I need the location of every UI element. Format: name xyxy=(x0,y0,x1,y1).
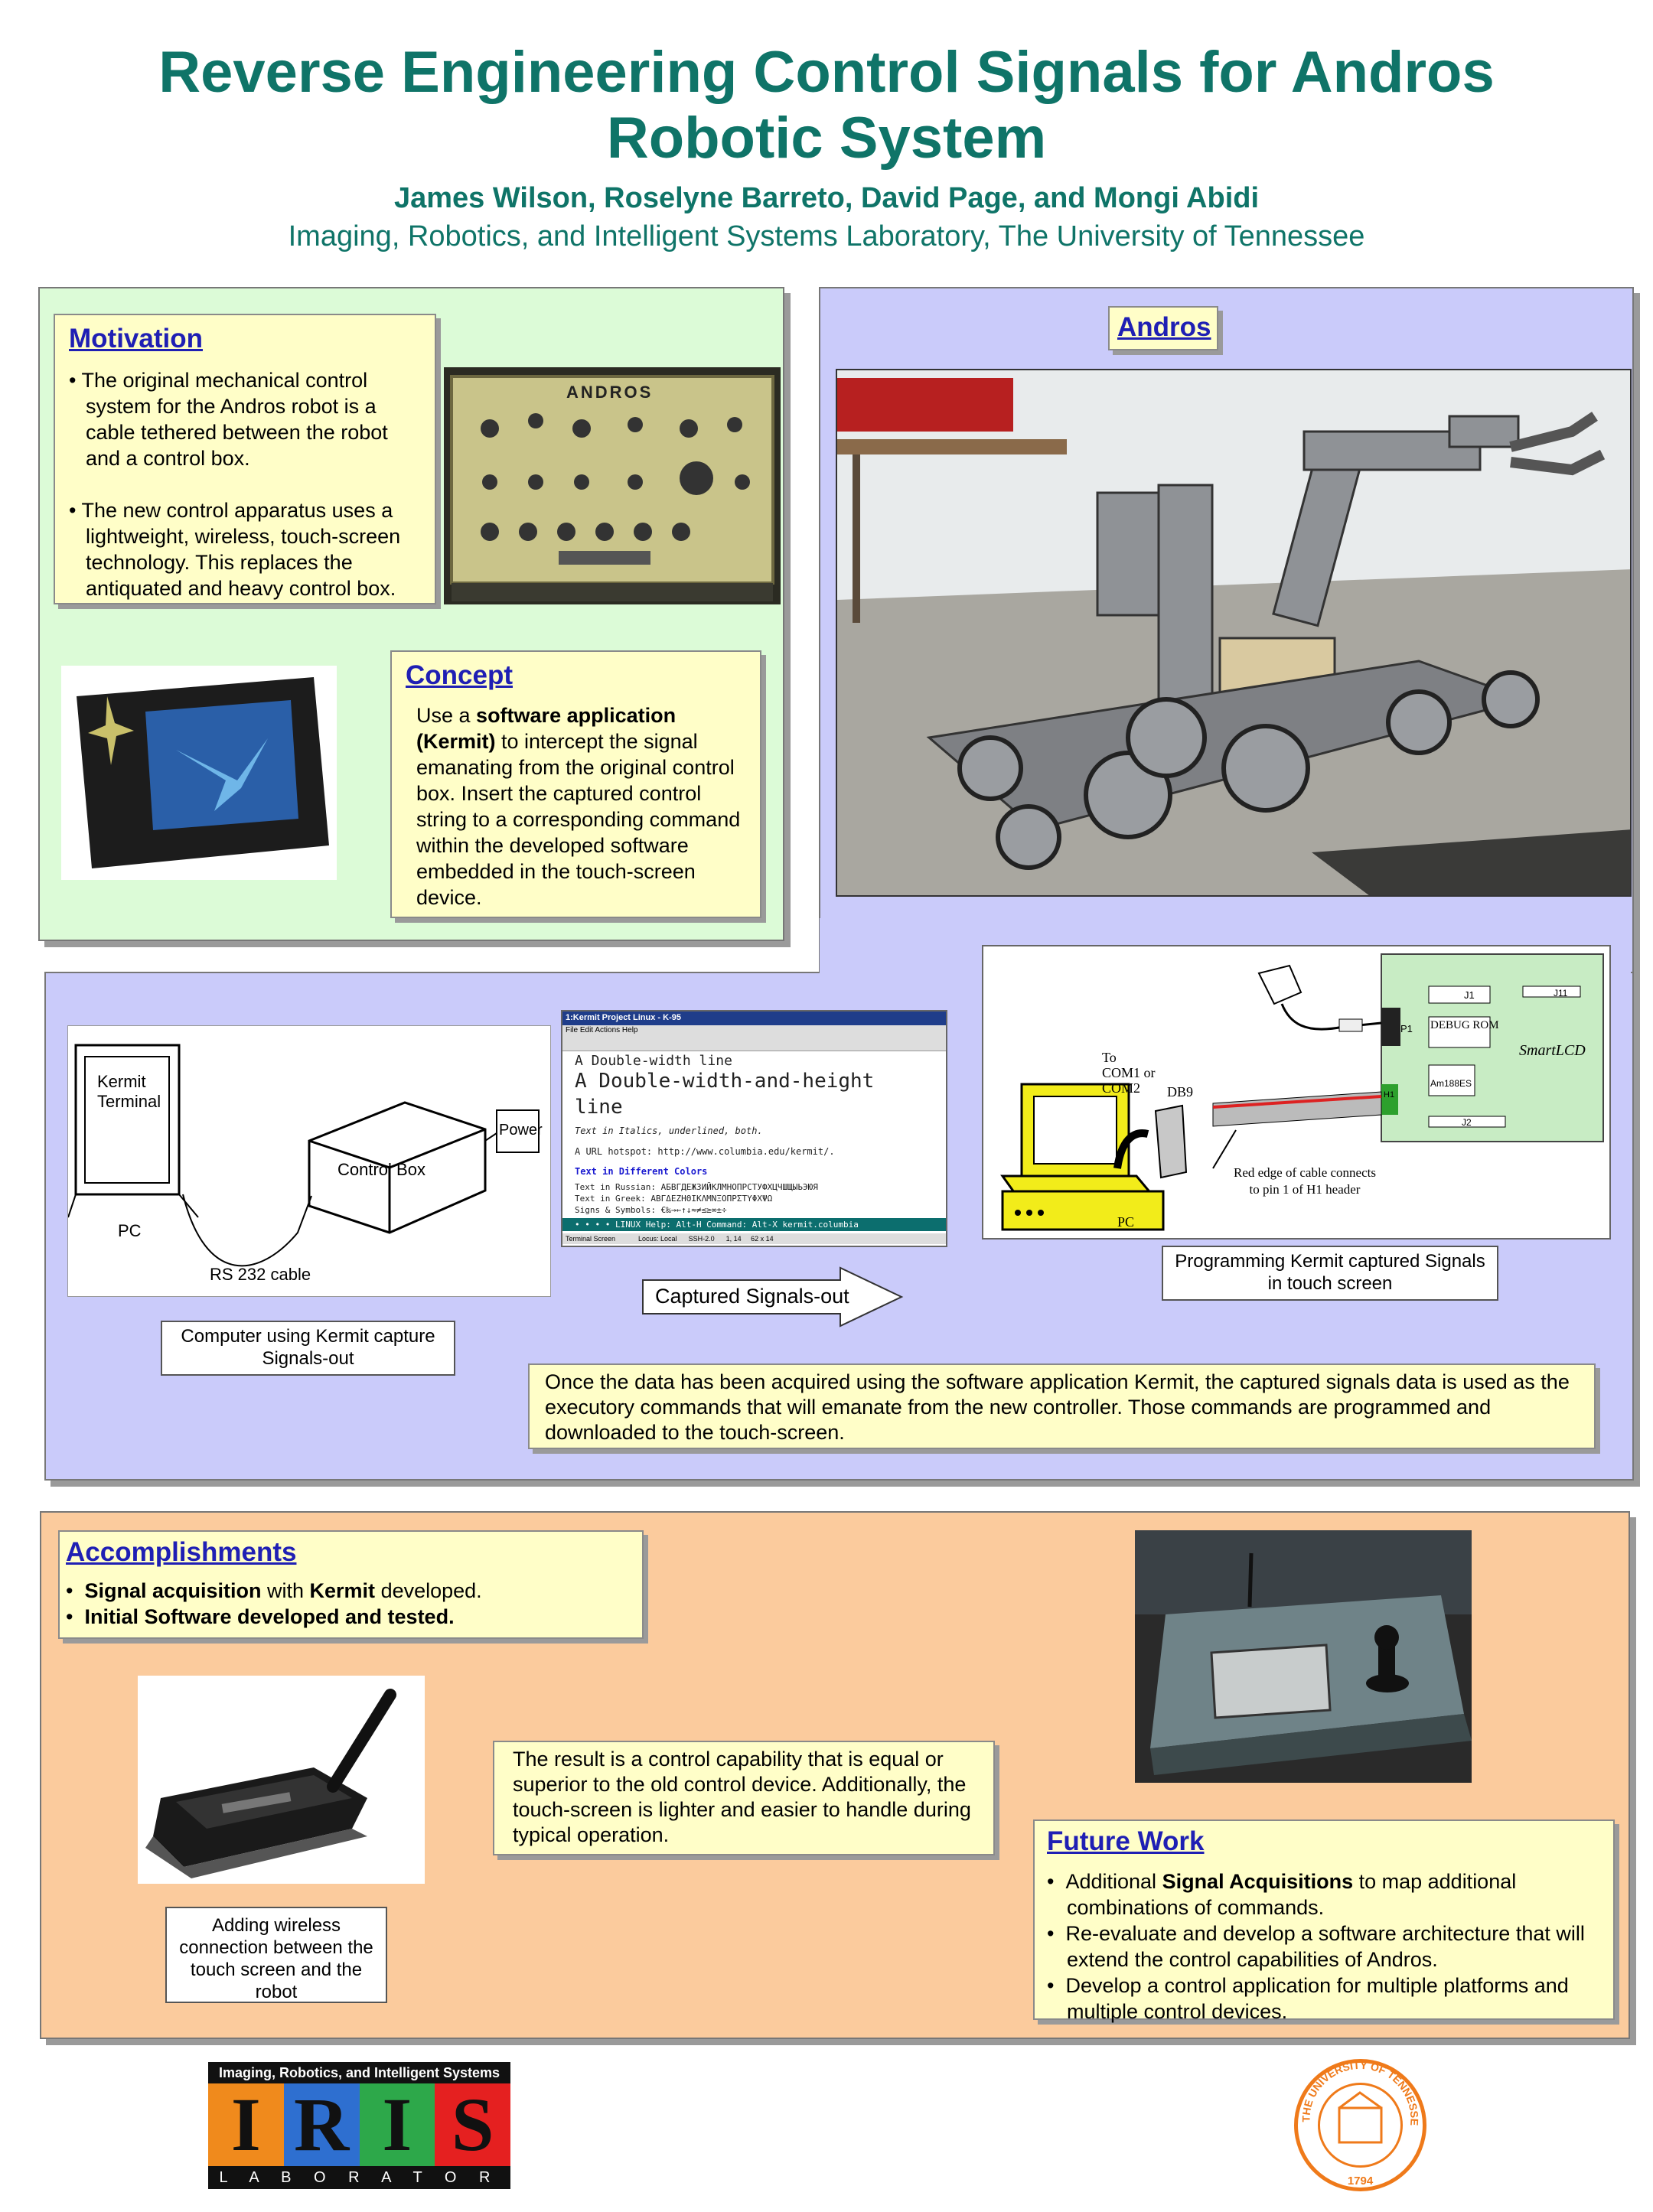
power-label: Power xyxy=(499,1122,543,1139)
kermit-line-5: Text in Different Colors xyxy=(575,1166,708,1177)
am188es-label: Am188ES xyxy=(1430,1078,1472,1089)
touchscreen-joystick-photo xyxy=(1135,1530,1472,1783)
future-signal-acquisitions: Signal Acquisitions xyxy=(1162,1870,1354,1893)
andros-heading-box: Andros xyxy=(1108,306,1218,350)
kermit-line-1: A Double-width line xyxy=(575,1053,732,1069)
accomplishment-item-2: • Initial Software developed and tested. xyxy=(66,1605,455,1628)
kermit-line-6: Text in Russian: АБВГДЕЖЗИЙКЛМНОПРСТУФХЦ… xyxy=(575,1182,818,1192)
wireless-module-photo xyxy=(138,1676,425,1884)
motivation-heading: Motivation xyxy=(69,324,203,353)
kermit-titlebar: 1:Kermit Project Linux - K-95 xyxy=(562,1012,946,1025)
ut-seal: THE UNIVERSITY OF TENNESSEE 1794 xyxy=(1289,2048,1427,2192)
smartlcd-label: SmartLCD xyxy=(1519,1042,1586,1059)
motivation-box: Motivation • The original mechanical con… xyxy=(54,314,436,604)
iris-logo-top: Imaging, Robotics, and Intelligent Syste… xyxy=(208,2062,510,2083)
h1-label: H1 xyxy=(1384,1090,1395,1099)
concept-box: Concept Use a software application (Kerm… xyxy=(390,650,761,918)
control-box-diagram-label: Control Box xyxy=(337,1160,425,1179)
future-item-3: • Develop a control application for mult… xyxy=(1047,1974,1569,2023)
kermit-line-3: Text in Italics, underlined, both. xyxy=(575,1126,763,1136)
future-develop: Develop a control application for multip… xyxy=(1065,1974,1569,2023)
future-additional: Additional xyxy=(1065,1870,1162,1893)
affiliation: Imaging, Robotics, and Intelligent Syste… xyxy=(288,220,1365,252)
kermit-status: • • • • LINUX Help: Alt-H Command: Alt-X… xyxy=(562,1218,946,1231)
poster-title: Reverse Engineering Control Signals for … xyxy=(0,40,1653,171)
db9-label: DB9 xyxy=(1167,1084,1194,1099)
future-item-1: • Additional Signal Acquisitions to map … xyxy=(1047,1870,1517,1919)
captured-signals-arrow: Captured Signals-out xyxy=(641,1266,905,1328)
kermit-menubar[interactable]: File Edit Actions Help xyxy=(562,1025,946,1037)
concept-post: to intercept the signal emanating from t… xyxy=(416,730,741,909)
iris-letters: I R I S xyxy=(208,2083,510,2166)
iris-letter-r: R xyxy=(283,2083,360,2166)
acc-initial-software: Initial Software developed and tested. xyxy=(84,1605,455,1628)
kermit-footer: Terminal Screen Locus: Local SSH-2.0 1, … xyxy=(562,1233,946,1244)
acc-signal-acquisition: Signal acquisition xyxy=(84,1579,262,1602)
debug-rom-label: DEBUG ROM xyxy=(1430,1019,1499,1031)
future-work-heading: Future Work xyxy=(1047,1826,1205,1856)
future-reevaluate: Re-evaluate and develop a software archi… xyxy=(1065,1922,1585,1971)
accomplishments-heading: Accomplishments xyxy=(66,1537,297,1567)
future-work-box: Future Work • Additional Signal Acquisit… xyxy=(1033,1819,1615,2023)
pc-label: PC xyxy=(118,1221,142,1240)
touch-screen-photo xyxy=(61,666,337,880)
p1-label: P1 xyxy=(1400,1023,1413,1034)
pc-diagram-label: PC xyxy=(1117,1214,1135,1230)
iris-letter-s: S xyxy=(435,2083,510,2166)
kermit-line-2: A Double-width-and-height line xyxy=(575,1070,875,1119)
concept-pre: Use a xyxy=(416,704,477,727)
title-line-1: Reverse Engineering Control Signals for … xyxy=(158,40,1495,105)
seal-year: 1794 xyxy=(1348,2175,1374,2188)
caption-programming-kermit: Programming Kermit captured Signals in t… xyxy=(1162,1246,1498,1301)
kermit-line-4: A URL hotspot: http://www.columbia.edu/k… xyxy=(575,1146,835,1157)
kermit-terminal: A Double-width line A Double-width-and-h… xyxy=(562,1051,946,1219)
pc-control-box-diagram: Kermit Terminal Control Box Power PC RS … xyxy=(67,1025,551,1297)
caption-kermit-capture: Computer using Kermit capture Signals-ou… xyxy=(161,1321,455,1376)
concept-bold: software application (Kermit) xyxy=(416,704,677,753)
smartlcd-wiring-diagram: To COM1 or COM2 DB9 Red edge of cable co… xyxy=(982,945,1611,1240)
andros-robot-photo xyxy=(836,369,1632,897)
kermit-terminal-label: Kermit Terminal xyxy=(97,1072,161,1111)
accomplishments-box: Accomplishments • Signal acquisition wit… xyxy=(58,1530,644,1639)
iris-lab-logo: Imaging, Robotics, and Intelligent Syste… xyxy=(208,2062,510,2209)
iris-letter-i1: I xyxy=(208,2083,284,2166)
j11-label: J11 xyxy=(1554,988,1568,998)
kermit-line-7: Text in Greek: ΑΒΓΔΕΖΗΘΙΚΛΜΝΞΟΠΡΣΤΥΦΧΨΩ xyxy=(575,1194,773,1204)
kermit-toolbar xyxy=(562,1037,946,1051)
authors: James Wilson, Roselyne Barreto, David Pa… xyxy=(393,182,1260,214)
kermit-window: 1:Kermit Project Linux - K-95 File Edit … xyxy=(561,1010,947,1247)
caption-wireless-connection: Adding wireless connection between the t… xyxy=(165,1907,387,2003)
rs232-label: RS 232 cable xyxy=(210,1265,311,1284)
control-box-photo: ANDROS xyxy=(444,367,781,604)
title-line-2: Robotic System xyxy=(606,106,1047,171)
iris-letter-i2: I xyxy=(359,2083,435,2166)
result-text: The result is a control capability that … xyxy=(493,1741,995,1855)
acc-developed: developed. xyxy=(375,1579,482,1602)
acc-with: with xyxy=(261,1579,310,1602)
j1-label: J1 xyxy=(1464,989,1475,1001)
accomplishment-item-1: • Signal acquisition with Kermit develop… xyxy=(66,1579,482,1602)
com-port-label: To COM1 or COM2 xyxy=(1102,1050,1156,1096)
red-edge-label: Red edge of cable connects to pin 1 of H… xyxy=(1234,1165,1376,1197)
acc-kermit: Kermit xyxy=(309,1579,376,1602)
control-box-label: ANDROS xyxy=(566,383,654,402)
motivation-bullet-1: • The original mechanical control system… xyxy=(69,369,388,470)
future-map: to map additional combinations of comman… xyxy=(1067,1870,1517,1919)
concept-heading: Concept xyxy=(406,660,513,690)
acquired-data-text: Once the data has been acquired using th… xyxy=(528,1363,1596,1449)
kermit-line-8: Signs & Symbols: €‰→←↑↓≈≠≤≥∞±÷ xyxy=(575,1205,727,1215)
iris-logo-bottom: L A B O R A T O R Y xyxy=(208,2166,510,2209)
future-item-2: • Re-evaluate and develop a software arc… xyxy=(1047,1922,1585,1971)
andros-heading: Andros xyxy=(1117,312,1211,342)
j2-label: J2 xyxy=(1462,1117,1472,1128)
concept-text: Use a software application (Kermit) to i… xyxy=(406,702,746,911)
captured-signals-label: Captured Signals-out xyxy=(655,1285,849,1308)
motivation-bullet-2: • The new control apparatus uses a light… xyxy=(69,499,401,600)
